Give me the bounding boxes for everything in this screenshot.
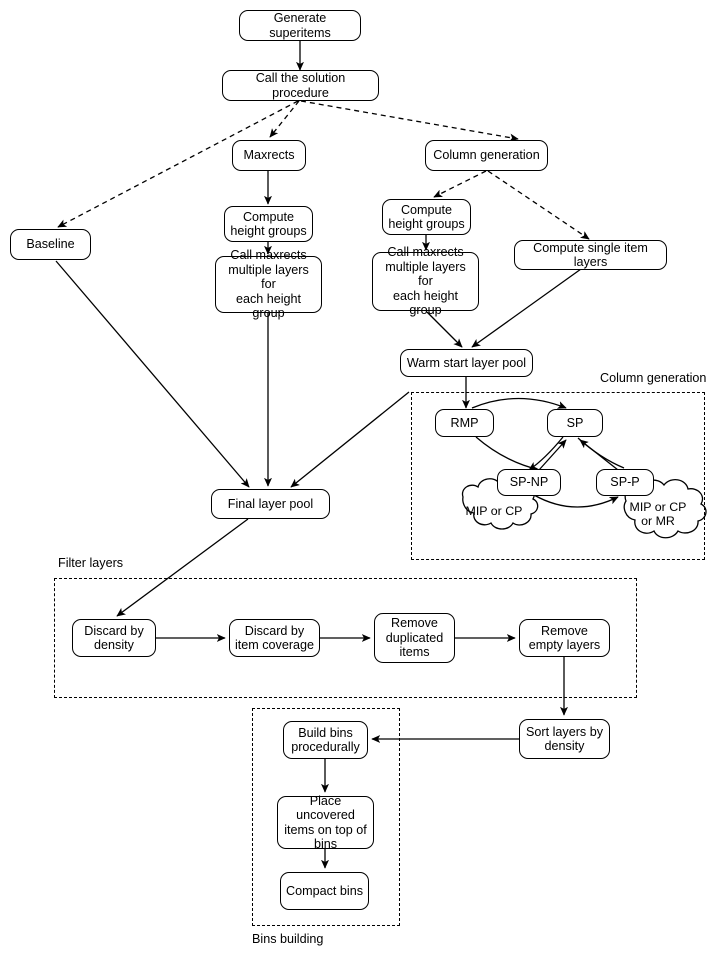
node-baseline[interactable]: Baseline: [10, 229, 91, 260]
group-box-column-generation: [411, 392, 705, 560]
group-box-bins-building: [252, 708, 400, 926]
group-label-filter-layers: Filter layers: [58, 556, 124, 570]
edge-columngen-to-singleitem: [487, 170, 590, 240]
node-columngen-call-maxrects-multiple-layers[interactable]: Call maxrects multiple layers for each h…: [372, 245, 479, 317]
group-box-filter-layers: [54, 578, 637, 698]
group-label-bins-building: Bins building: [252, 932, 324, 946]
node-rmp[interactable]: RMP: [435, 409, 494, 437]
edge-call-to-columngen: [300, 100, 519, 142]
node-discard-by-density[interactable]: Discard by density: [72, 619, 156, 657]
node-column-generation[interactable]: Column generation: [425, 140, 548, 171]
node-sort-layers-by-density[interactable]: Sort layers by density: [519, 719, 610, 759]
node-place-uncovered-items[interactable]: Place uncovered items on top of bins: [277, 794, 374, 851]
edge-cgbox-to-finalpool: [290, 391, 410, 488]
node-final-layer-pool[interactable]: Final layer pool: [211, 489, 330, 519]
node-discard-by-item-coverage[interactable]: Discard by item coverage: [229, 619, 320, 657]
node-call-the-solution-procedure[interactable]: Call the solution procedure: [222, 70, 379, 101]
group-label-column-generation: Column generation: [600, 371, 707, 385]
node-maxrects-call-maxrects-multiple-layers[interactable]: Call maxrects multiple layers for each h…: [215, 248, 322, 320]
node-maxrects[interactable]: Maxrects: [232, 140, 306, 171]
node-build-bins-procedurally[interactable]: Build bins procedurally: [283, 721, 368, 759]
node-sp-np[interactable]: SP-NP: [497, 469, 561, 496]
node-remove-empty-layers[interactable]: Remove empty layers: [519, 619, 610, 657]
node-compact-bins[interactable]: Compact bins: [280, 872, 369, 910]
node-columngen-compute-height-groups[interactable]: Compute height groups: [382, 199, 471, 235]
edge-call-to-maxrects: [269, 100, 300, 138]
edge-singleitem-to-warmstart: [471, 268, 582, 348]
edge-columngen-to-cgheightgroups: [433, 170, 487, 198]
node-generate-superitems[interactable]: Generate superitems: [239, 10, 361, 41]
cloud-label-mip-or-cp: MIP or CP: [465, 504, 523, 518]
node-warm-start-layer-pool[interactable]: Warm start layer pool: [400, 349, 533, 377]
node-compute-single-item-layers[interactable]: Compute single item layers: [514, 240, 667, 270]
node-sp-p[interactable]: SP-P: [596, 469, 654, 496]
node-sp[interactable]: SP: [547, 409, 603, 437]
node-maxrects-compute-height-groups[interactable]: Compute height groups: [224, 206, 313, 242]
node-remove-duplicated-items[interactable]: Remove duplicated items: [374, 613, 455, 663]
cloud-label-mip-or-cp-or-mr: MIP or CP or MR: [629, 500, 687, 528]
